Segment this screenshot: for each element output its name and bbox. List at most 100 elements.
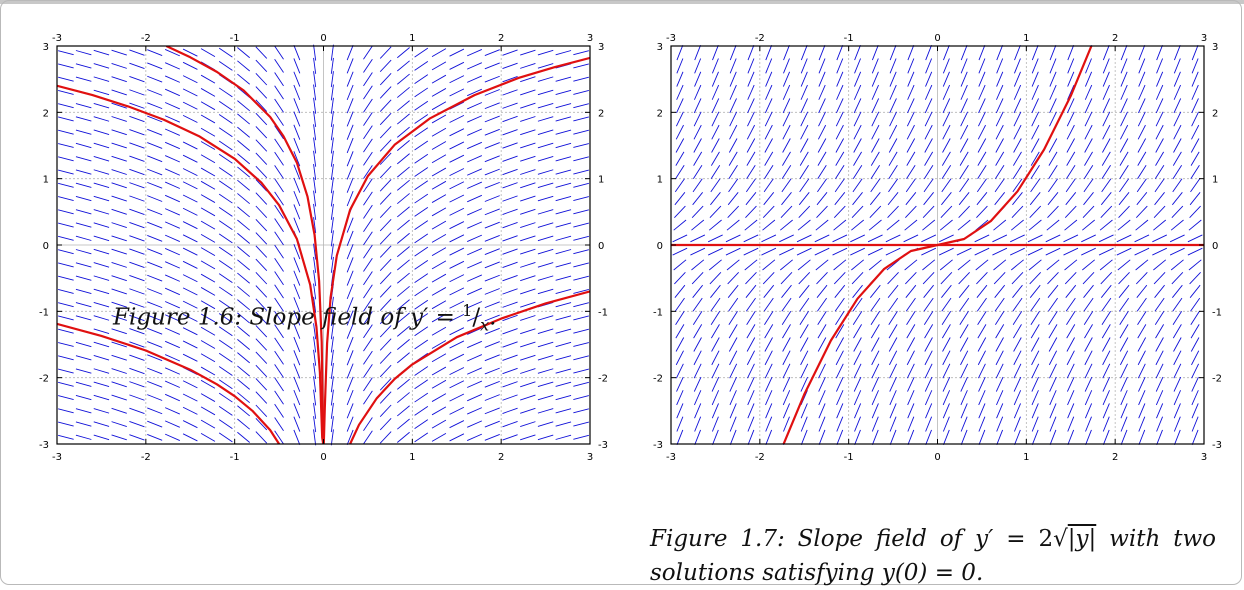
slope-segment	[397, 299, 410, 311]
slope-segment	[397, 206, 410, 218]
slope-segment	[164, 380, 180, 388]
x-tick-label-top: 1	[1023, 33, 1029, 44]
slope-segment	[978, 98, 986, 114]
slope-segment	[889, 350, 898, 366]
slope-segment	[431, 366, 447, 376]
slope-segment	[978, 45, 986, 61]
slope-segment	[834, 297, 845, 312]
slope-segment	[363, 258, 373, 272]
slope-segment	[798, 205, 811, 218]
slope-segment	[58, 222, 74, 228]
slope-segment	[274, 364, 284, 378]
slope-segment	[537, 116, 554, 122]
slope-segment	[75, 222, 92, 228]
slope-segment	[1013, 350, 1022, 366]
slope-segment	[200, 88, 216, 97]
slope-segment	[313, 164, 317, 181]
slope-segment	[996, 58, 1004, 74]
slope-segment	[800, 376, 809, 392]
slope-segment	[255, 364, 268, 378]
slope-segment	[111, 116, 127, 122]
slope-segment	[1173, 124, 1182, 140]
slope-segment	[431, 154, 447, 164]
slope-segment	[852, 178, 863, 193]
slope-segment	[520, 129, 536, 136]
slope-segment	[1191, 429, 1199, 445]
solution-curve-3	[57, 322, 281, 444]
slope-segment	[924, 376, 933, 392]
slope-segment	[1045, 234, 1061, 243]
slope-segment	[449, 181, 465, 190]
slope-segment	[996, 71, 1004, 87]
slope-segment	[363, 59, 373, 73]
slope-segment	[363, 85, 373, 100]
slope-segment	[274, 178, 284, 193]
slope-segment	[1028, 259, 1042, 271]
slope-segment	[293, 190, 301, 207]
slope-segment	[960, 350, 969, 366]
slope-segment	[164, 340, 180, 349]
slope-segment	[537, 328, 554, 334]
slope-segment	[237, 206, 250, 218]
slope-segment	[330, 84, 334, 101]
slope-segment	[818, 390, 826, 406]
slope-segment	[75, 235, 92, 241]
slope-segment	[313, 150, 317, 167]
slope-segment	[960, 84, 968, 100]
slope-segment	[746, 324, 756, 339]
slope-segment	[726, 259, 740, 271]
slope-segment	[764, 98, 773, 114]
x-tick-label-bottom: 2	[1112, 452, 1118, 463]
slope-segment	[904, 219, 918, 231]
slope-segment	[200, 432, 216, 442]
slope-segment	[330, 71, 334, 88]
slope-segment	[923, 310, 934, 325]
slope-segment	[957, 259, 971, 271]
slope-segment	[1101, 310, 1111, 325]
slope-segment	[346, 84, 354, 101]
slope-segment	[672, 247, 688, 256]
slope-segment	[75, 209, 92, 215]
slope-segment	[814, 234, 830, 243]
slope-segment	[75, 421, 92, 427]
slope-segment	[853, 337, 862, 352]
slope-segment	[1102, 111, 1111, 127]
slope-segment	[293, 217, 301, 233]
slope-segment	[1082, 272, 1095, 285]
slope-segment	[940, 205, 953, 218]
slope-segment	[942, 111, 951, 127]
y-tick-label-left: 3	[657, 42, 663, 53]
slope-segment	[728, 165, 738, 180]
slope-segment	[255, 404, 268, 417]
slope-segment	[1013, 376, 1022, 392]
slope-segment	[484, 75, 500, 83]
slope-segment	[747, 71, 755, 87]
slope-segment	[237, 219, 250, 231]
slope-segment	[907, 84, 915, 100]
slope-segment	[711, 350, 720, 366]
slope-segment	[1137, 324, 1147, 339]
slope-segment	[111, 394, 127, 401]
y-tick-label-left: 2	[43, 108, 49, 119]
slope-segment	[764, 138, 773, 153]
y-tick-label-left: -2	[39, 374, 49, 385]
slope-segment	[1119, 324, 1129, 339]
slope-segment	[1066, 363, 1075, 379]
slope-segment	[93, 195, 110, 202]
slope-segment	[888, 337, 898, 352]
slope-segment	[255, 258, 268, 272]
slope-segment	[925, 403, 933, 419]
slope-segment	[764, 337, 773, 352]
slope-segment	[147, 168, 163, 176]
slope-segment	[218, 220, 233, 230]
slope-segment	[851, 219, 865, 231]
slope-segment	[693, 337, 702, 352]
slope-segment	[449, 88, 465, 97]
slope-segment	[467, 102, 483, 110]
slope-segment	[1172, 151, 1182, 166]
slope-segment	[573, 182, 589, 188]
slope-segment	[1173, 58, 1181, 74]
slope-segment	[313, 137, 317, 154]
slope-segment	[1066, 151, 1076, 166]
slope-segment	[397, 126, 410, 138]
